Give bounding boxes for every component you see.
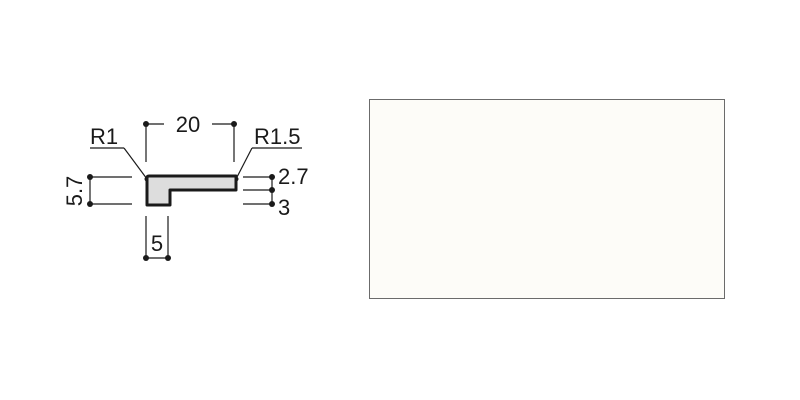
height-label: 5.7 <box>62 176 87 207</box>
width-label: 20 <box>176 112 200 137</box>
inner-radius-label: R1 <box>90 124 118 149</box>
color-swatch <box>369 99 725 299</box>
leg-width-dimension: 5 <box>143 216 171 261</box>
outer-radius-label: R1.5 <box>254 124 300 149</box>
body-thickness-label: 3 <box>278 195 290 220</box>
profile-shape <box>145 174 238 207</box>
width-dimension: 20 <box>143 112 237 162</box>
lip-height-label: 2.7 <box>278 164 309 189</box>
height-dimension: 5.7 <box>62 174 132 207</box>
inner-radius-callout: R1 <box>90 124 150 182</box>
right-dimensions: 2.7 3 <box>243 164 309 220</box>
leg-width-label: 5 <box>151 231 163 256</box>
